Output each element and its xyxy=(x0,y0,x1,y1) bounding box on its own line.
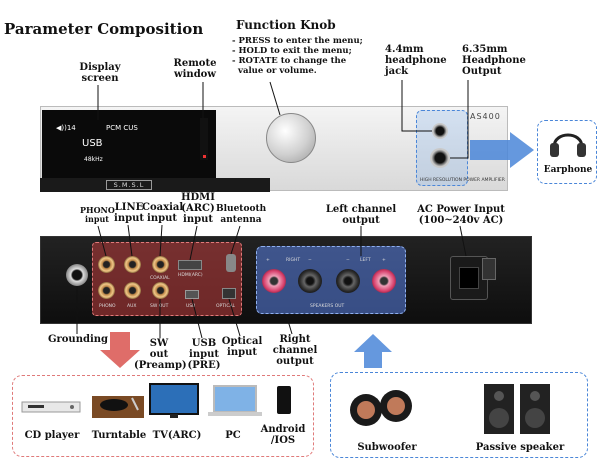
display-screen: ◀))14 PCM CUS USB 48kHz xyxy=(42,110,216,178)
source-pc: PC xyxy=(225,430,241,441)
source-mobile: Android/IOS xyxy=(260,424,306,446)
print-optical: OPTICAL xyxy=(216,304,236,309)
input-highlight xyxy=(92,242,242,316)
output-subwoofer: Subwoofer xyxy=(357,442,417,453)
right-minus-terminal[interactable] xyxy=(298,269,322,293)
print-hdmi: HDMI(ARC) xyxy=(178,273,203,278)
model-name: AS400 xyxy=(470,112,501,121)
headphone-44-jack[interactable] xyxy=(432,123,448,139)
earphone-box: Earphone xyxy=(537,120,597,184)
print-right: RIGHT xyxy=(286,258,301,263)
function-knob-title: Function Knob xyxy=(236,18,336,32)
phono-jack-bottom[interactable] xyxy=(98,282,115,299)
turntable-icon xyxy=(92,396,144,418)
remote-window xyxy=(200,118,208,160)
screen-rate: 48kHz xyxy=(84,156,103,163)
hires-caption: HIGH RESOLUTION POWER AMPLIFIER xyxy=(420,178,505,183)
hdmi-port[interactable] xyxy=(178,260,202,270)
sources-box xyxy=(12,375,314,457)
earphone-label: Earphone xyxy=(543,165,593,175)
front-base xyxy=(40,178,270,192)
knob-line-hold: - HOLD to exit the menu; xyxy=(232,46,352,56)
print-sw-out: SW OUT xyxy=(150,304,169,309)
subwoofer-icon xyxy=(350,390,412,426)
phone-icon xyxy=(277,386,291,414)
print-aux: AUX xyxy=(127,304,137,309)
grounding-terminal[interactable] xyxy=(66,264,88,286)
bluetooth-antenna[interactable] xyxy=(226,254,236,272)
ir-led xyxy=(203,155,206,158)
source-cd-player: CD player xyxy=(24,430,80,441)
grounding-label: Grounding xyxy=(47,334,109,345)
phono-jack-top[interactable] xyxy=(98,256,115,273)
print-coaxial: COAXIAL xyxy=(150,276,170,281)
screen-volume: ◀))14 xyxy=(56,124,76,132)
output-passive-speaker: Passive speaker xyxy=(475,442,565,453)
left-minus-terminal[interactable] xyxy=(336,269,360,293)
screen-input: USB xyxy=(82,138,103,149)
function-knob-description: - PRESS to enter the menu; - HOLD to exi… xyxy=(232,36,392,76)
print-minus-left: − xyxy=(346,258,350,263)
ac-power-inlet[interactable] xyxy=(450,256,488,300)
print-left: LEFT xyxy=(360,258,371,263)
right-plus-terminal[interactable] xyxy=(262,269,286,293)
iec-socket xyxy=(459,267,479,289)
function-knob[interactable] xyxy=(266,113,316,163)
line-jack-top[interactable] xyxy=(124,256,141,273)
print-usb: USB xyxy=(186,304,196,309)
optical-port[interactable] xyxy=(222,288,236,299)
print-minus-right: − xyxy=(308,258,312,263)
source-turntable: Turntable xyxy=(91,430,147,441)
page-title: Parameter Composition xyxy=(4,20,204,38)
screen-mode: PCM CUS xyxy=(106,124,138,132)
ac-power-label: AC Power Input(100~240v AC) xyxy=(417,204,505,226)
print-plus-right: + xyxy=(266,258,270,263)
hdmi-label: HDMI(ARC)input xyxy=(181,192,215,225)
source-tv: TV(ARC) xyxy=(152,430,202,441)
knob-line-rotate: - ROTATE to change the xyxy=(232,56,347,66)
print-speakers-out: SPEAKERS OUT xyxy=(310,304,345,309)
knob-line-value: value or volume. xyxy=(238,66,317,76)
headphone-635-jack[interactable] xyxy=(430,148,450,168)
left-plus-terminal[interactable] xyxy=(372,269,396,293)
power-switch[interactable] xyxy=(482,258,496,280)
knob-line-press: - PRESS to enter the menu; xyxy=(232,36,363,46)
coaxial-jack[interactable] xyxy=(152,256,169,273)
passive-speaker-icon xyxy=(484,384,550,434)
usb-port[interactable] xyxy=(185,290,199,299)
headphone-icon xyxy=(550,133,586,157)
print-phono: PHONO xyxy=(99,304,116,309)
laptop-icon xyxy=(208,385,262,416)
outputs-box xyxy=(330,372,588,458)
cd-player-icon xyxy=(21,401,81,413)
tv-icon xyxy=(149,383,199,418)
line-jack-bottom[interactable] xyxy=(124,282,141,299)
sw-out-jack[interactable] xyxy=(152,282,169,299)
print-plus-left: + xyxy=(382,258,386,263)
brand-logo: S.M.S.L xyxy=(106,180,152,190)
